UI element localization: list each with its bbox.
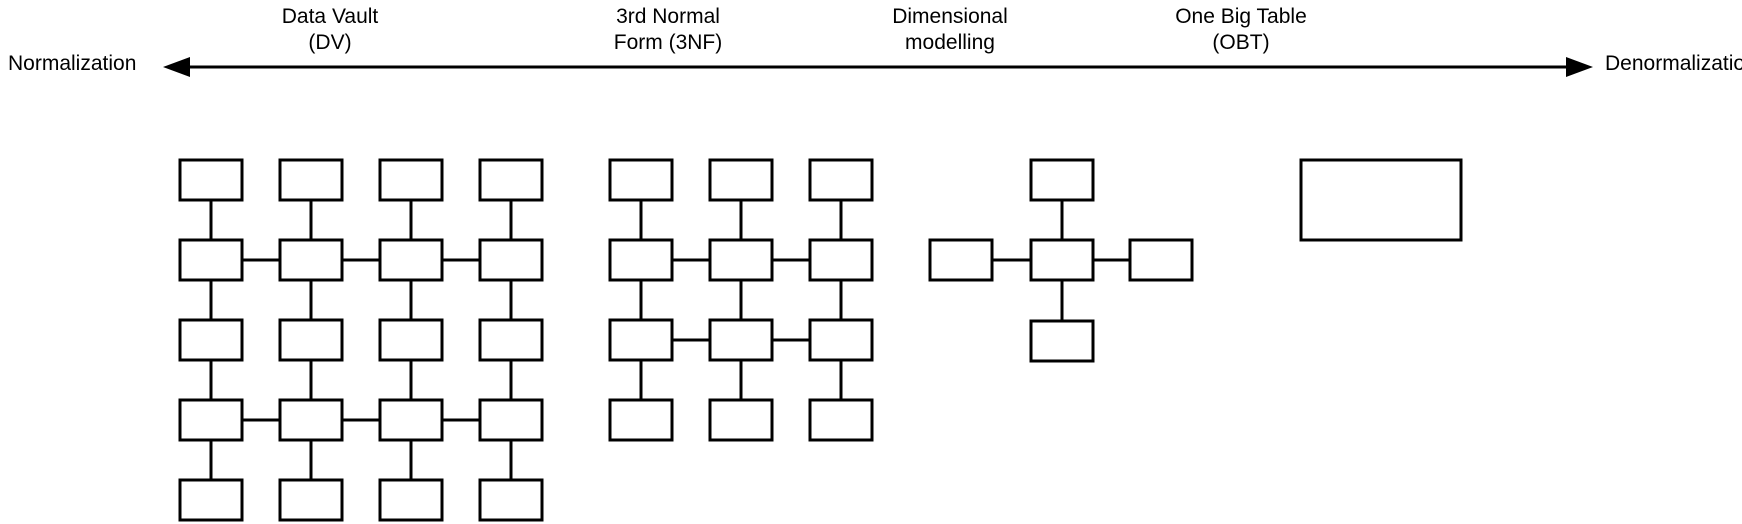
table-node[interactable] bbox=[478, 238, 544, 282]
caption-line: Data Vault bbox=[281, 5, 379, 28]
table-node[interactable] bbox=[178, 478, 244, 522]
table-node[interactable] bbox=[478, 158, 544, 202]
table-node[interactable] bbox=[708, 398, 774, 442]
caption-third-normal-form: 3rd Normal Form (3NF) bbox=[568, 4, 768, 56]
table-node[interactable] bbox=[808, 238, 874, 282]
arrow-head-left bbox=[163, 57, 190, 77]
caption-data-vault: Data Vault (DV) bbox=[230, 4, 430, 56]
table-node[interactable] bbox=[378, 318, 444, 362]
table-node[interactable] bbox=[608, 318, 674, 362]
table-node[interactable] bbox=[608, 238, 674, 282]
caption-line: (DV) bbox=[308, 31, 352, 54]
caption-line: modelling bbox=[905, 31, 995, 54]
table-node[interactable] bbox=[808, 318, 874, 362]
table-node[interactable] bbox=[278, 398, 344, 442]
table-node[interactable] bbox=[378, 158, 444, 202]
caption-line: Form (3NF) bbox=[613, 31, 723, 54]
table-node[interactable] bbox=[178, 158, 244, 202]
table-node[interactable] bbox=[378, 398, 444, 442]
table-node[interactable] bbox=[278, 158, 344, 202]
caption-one-big-table: One Big Table (OBT) bbox=[1131, 4, 1351, 56]
arrow-head-right bbox=[1566, 57, 1593, 77]
table-node[interactable] bbox=[478, 398, 544, 442]
table-node[interactable] bbox=[378, 238, 444, 282]
model-group-third-normal-form bbox=[608, 158, 874, 442]
fact-node-center[interactable] bbox=[1029, 238, 1095, 282]
axis-label-denormalization: Denormalization bbox=[1605, 52, 1742, 75]
model-group-one-big-table bbox=[1299, 158, 1463, 242]
table-node[interactable] bbox=[178, 398, 244, 442]
table-node[interactable] bbox=[708, 318, 774, 362]
table-node[interactable] bbox=[478, 478, 544, 522]
caption-line: (OBT) bbox=[1212, 31, 1270, 54]
model-group-data-vault bbox=[178, 158, 544, 522]
table-node[interactable] bbox=[708, 158, 774, 202]
dimension-node-left[interactable] bbox=[928, 238, 994, 282]
caption-dimensional-modelling: Dimensional modelling bbox=[840, 4, 1060, 56]
table-node[interactable] bbox=[708, 238, 774, 282]
table-node[interactable] bbox=[278, 478, 344, 522]
table-node[interactable] bbox=[178, 238, 244, 282]
table-node[interactable] bbox=[608, 158, 674, 202]
axis-label-normalization: Normalization bbox=[8, 52, 137, 75]
table-node[interactable] bbox=[178, 318, 244, 362]
table-node[interactable] bbox=[378, 478, 444, 522]
table-node[interactable] bbox=[478, 318, 544, 362]
normalization-axis-arrow bbox=[163, 57, 1593, 77]
caption-line: One Big Table bbox=[1175, 5, 1307, 28]
dimension-node-top[interactable] bbox=[1029, 158, 1095, 202]
table-node[interactable] bbox=[608, 398, 674, 442]
table-node[interactable] bbox=[808, 398, 874, 442]
caption-line: 3rd Normal bbox=[616, 5, 720, 28]
dimension-node-right[interactable] bbox=[1128, 238, 1194, 282]
one-big-table-node[interactable] bbox=[1299, 158, 1463, 242]
table-node[interactable] bbox=[278, 318, 344, 362]
table-node[interactable] bbox=[278, 238, 344, 282]
model-group-dimensional-modelling bbox=[928, 158, 1194, 363]
caption-line: Dimensional bbox=[892, 5, 1008, 28]
dimension-node-bottom[interactable] bbox=[1029, 319, 1095, 363]
table-node[interactable] bbox=[808, 158, 874, 202]
